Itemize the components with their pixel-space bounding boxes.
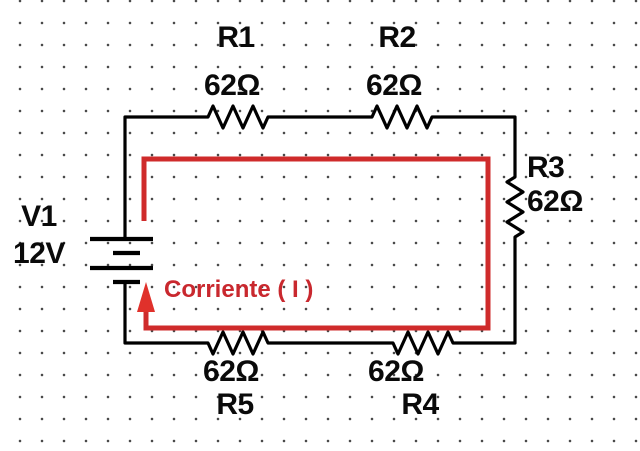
circuit-wire: [123, 104, 525, 356]
current-direction-label: Corriente ( I ): [164, 276, 314, 303]
resistor-r3-name: R3: [527, 151, 565, 184]
voltage-source-name: V1: [21, 200, 57, 233]
battery-icon: [90, 236, 153, 285]
resistor-r5-name: R5: [216, 388, 254, 421]
resistor-r4-name: R4: [401, 388, 439, 421]
resistor-r4-value: 62Ω: [368, 355, 424, 388]
resistor-r1-value: 62Ω: [204, 69, 260, 102]
current-loop-line: [141, 156, 491, 331]
current-arrow-icon: [137, 282, 155, 312]
resistor-r2-value: 62Ω: [366, 69, 422, 102]
resistor-r1-name: R1: [217, 21, 255, 54]
voltage-source-value: 12V: [13, 237, 65, 270]
resistor-r2-name: R2: [378, 21, 416, 54]
resistor-r5-value: 62Ω: [203, 355, 259, 388]
resistor-r3-value: 62Ω: [527, 185, 583, 218]
